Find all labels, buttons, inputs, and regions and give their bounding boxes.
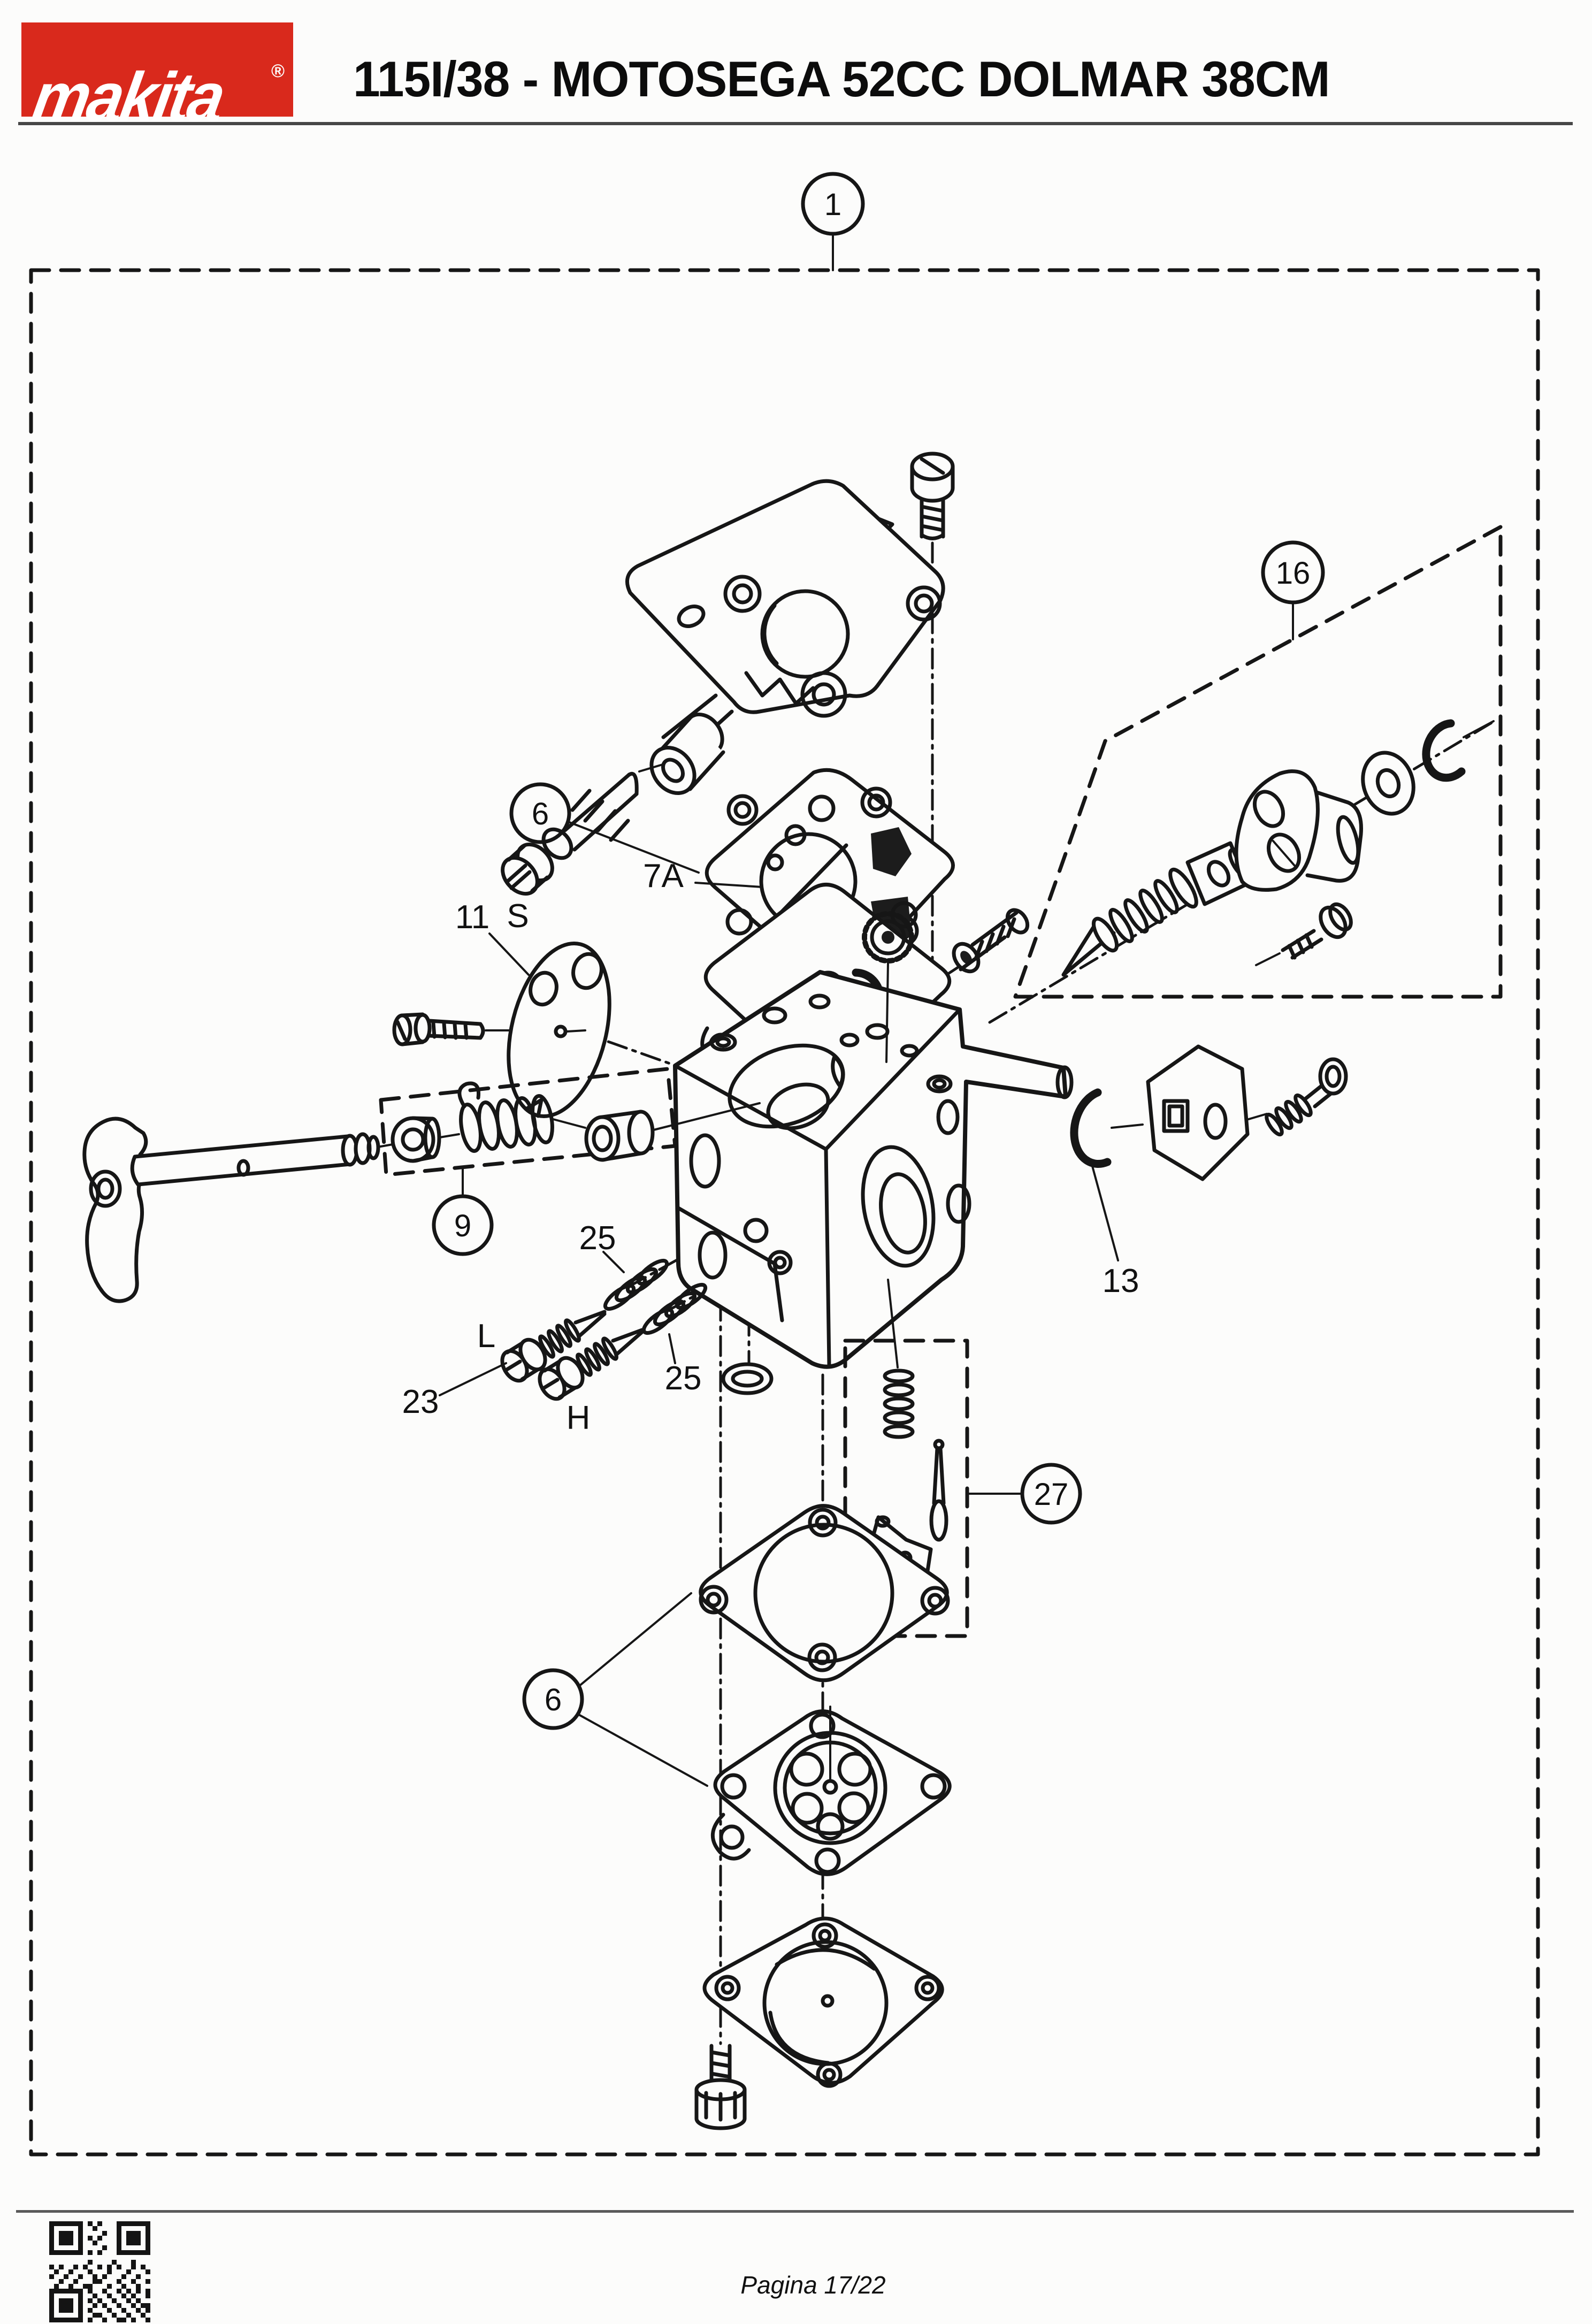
callout-valve-kit: 16 (1261, 540, 1325, 640)
callout-spring-low: 25 (579, 1220, 625, 1273)
inlet-needle (929, 1439, 948, 1542)
fuel-valve (1061, 841, 1252, 977)
page-number: Pagina 17/22 (740, 2271, 886, 2299)
spring-low (603, 1258, 669, 1311)
callout-needle-low-label: L (477, 1318, 495, 1355)
swivel-plate (1146, 1044, 1268, 1181)
callout-plunger-kit-label: 9 (454, 1209, 471, 1243)
callout-needle-pair-label: 23 (402, 1383, 439, 1420)
carburetor-body (673, 970, 1074, 1369)
callout-assembly: 1 (801, 172, 865, 271)
callout-plunger-kit: 9 (432, 1166, 494, 1256)
pump-lever-barrel (649, 712, 725, 795)
metering-gasket (699, 1504, 950, 1683)
spring-high (641, 1282, 708, 1335)
valve-screw (1255, 902, 1353, 966)
swivel-e-clip (1070, 1088, 1144, 1168)
callout-gasket-top-label: 6 (532, 797, 549, 831)
plunger-kit-box (379, 1067, 677, 1177)
callout-spring-high-label: 25 (665, 1360, 702, 1397)
plunger-spring (457, 1081, 586, 1153)
pump-screw-s (501, 763, 665, 896)
cup-washer (391, 1116, 460, 1163)
callout-inlet-needle-kit-label: 27 (1034, 1477, 1069, 1512)
callout-retaining-clip-label: 13 (1103, 1263, 1139, 1299)
callout-spring-low-label: 25 (579, 1220, 616, 1257)
makita-logo: makita ® (21, 22, 293, 136)
elbow-connector (1234, 769, 1363, 892)
valve-e-clip (1422, 719, 1495, 782)
inlet-screen (862, 911, 914, 1063)
valve-washer (1361, 751, 1415, 816)
metering-diaphragm (711, 1706, 952, 1876)
needle-high (538, 1328, 644, 1401)
bottom-cover-plate (702, 1916, 944, 2088)
page-title: 115I/38 - MOTOSEGA 52CC DOLMAR 38CM (353, 51, 1330, 107)
throttle-shaft (82, 1117, 397, 1303)
valve-kit-box (1013, 525, 1503, 999)
throttle-plate (507, 941, 611, 1119)
callout-spring-high: 25 (665, 1333, 702, 1397)
assembly-boundary-box (29, 268, 1540, 2157)
callout-gasket-bottom: 6 (522, 1592, 708, 1787)
callout-throttle-plate-label: 11 (455, 899, 489, 936)
callout-inlet-needle-kit: 27 (967, 1463, 1082, 1525)
callout-gasket-top: 6 (509, 782, 700, 874)
callout-retaining-clip: 13 (1091, 1165, 1139, 1299)
plunger-piston (584, 1102, 761, 1162)
pump-cover-assembly (625, 479, 945, 795)
o-ring (721, 1362, 774, 1395)
plug-screw (952, 908, 1030, 974)
inlet-needle-kit-box (843, 1339, 969, 1638)
callout-valve-kit-label: 16 (1276, 556, 1311, 591)
throttle-plate-screw (392, 1012, 510, 1046)
inlet-spring (883, 1279, 915, 1439)
callout-needle-high-label: H (567, 1400, 591, 1436)
callout-needle-pair: 23 (402, 1362, 507, 1420)
callout-pump-screw-label: S (507, 898, 529, 935)
needle-low (500, 1310, 607, 1383)
swivel-screw (1265, 1057, 1348, 1137)
registered-mark: ® (271, 61, 285, 81)
callout-assembly-label: 1 (824, 187, 841, 222)
footer-rule (16, 2210, 1574, 2213)
callout-throttle-plate: 11 (455, 899, 530, 976)
qr-code (49, 2221, 150, 2322)
callout-pump-diaphragm-label: 7A (643, 858, 684, 895)
callout-gasket-bottom-label: 6 (545, 1683, 562, 1717)
top-cover-screw (910, 452, 955, 540)
bottom-cover-screw (694, 2044, 747, 2130)
header-rule (18, 122, 1573, 125)
callout-pump-diaphragm: 7A (643, 858, 763, 895)
